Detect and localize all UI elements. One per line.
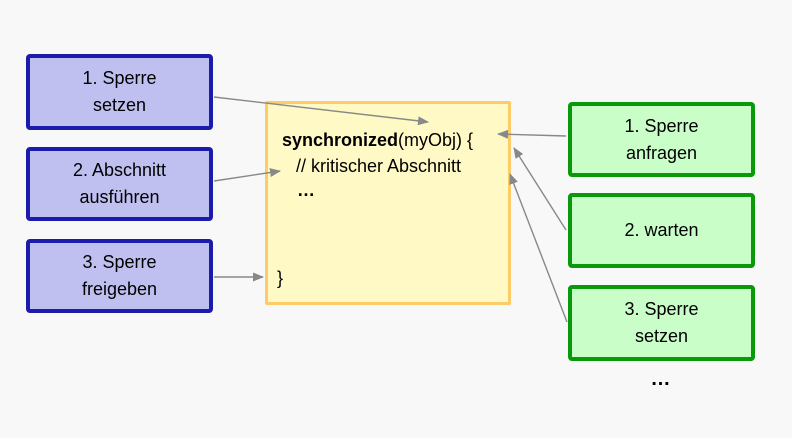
left-step-2-line2: ausführen [79,187,160,207]
code-line-close-brace: } [277,268,284,288]
left-step-1-line2: setzen [92,95,147,115]
code-line-comment: // kritischer Abschnitt [296,156,462,176]
left-step-2-box: 2. Abschnitt ausführen [26,147,213,221]
left-step-3-box: 3. Sperre freigeben [26,239,213,313]
left-step-2-line1: 2. Abschnitt [72,160,167,180]
right-step-3-line2: setzen [634,326,689,346]
more-steps-ellipsis: … [650,368,673,390]
left-step-3-line1: 3. Sperre [82,252,157,272]
code-line-dots: … [297,180,315,200]
code-args: (myObj) { [398,130,474,150]
right-step-2-line1: 2. warten [624,220,699,240]
left-step-1-box: 1. Sperre setzen [26,54,213,130]
left-step-3-line2: freigeben [81,279,158,299]
arrow-right-step2-to-code-edge [513,147,567,231]
right-step-2-box: 2. warten [568,193,755,268]
left-step-1-line1: 1. Sperre [82,68,157,88]
arrow-right-step3-to-code-edge [509,173,568,323]
right-step-1-box: 1. Sperre anfragen [568,102,755,177]
right-step-1-line1: 1. Sperre [624,115,699,136]
code-box: synchronized(myObj) { // kritischer Absc… [265,101,511,305]
right-step-3-line1: 3. Sperre [624,299,699,319]
code-keyword: synchronized [282,130,399,150]
right-step-1-line2: anfragen [625,142,698,163]
code-line-synchronized: synchronized(myObj) { [282,126,473,154]
right-step-3-box: 3. Sperre setzen [568,285,755,361]
